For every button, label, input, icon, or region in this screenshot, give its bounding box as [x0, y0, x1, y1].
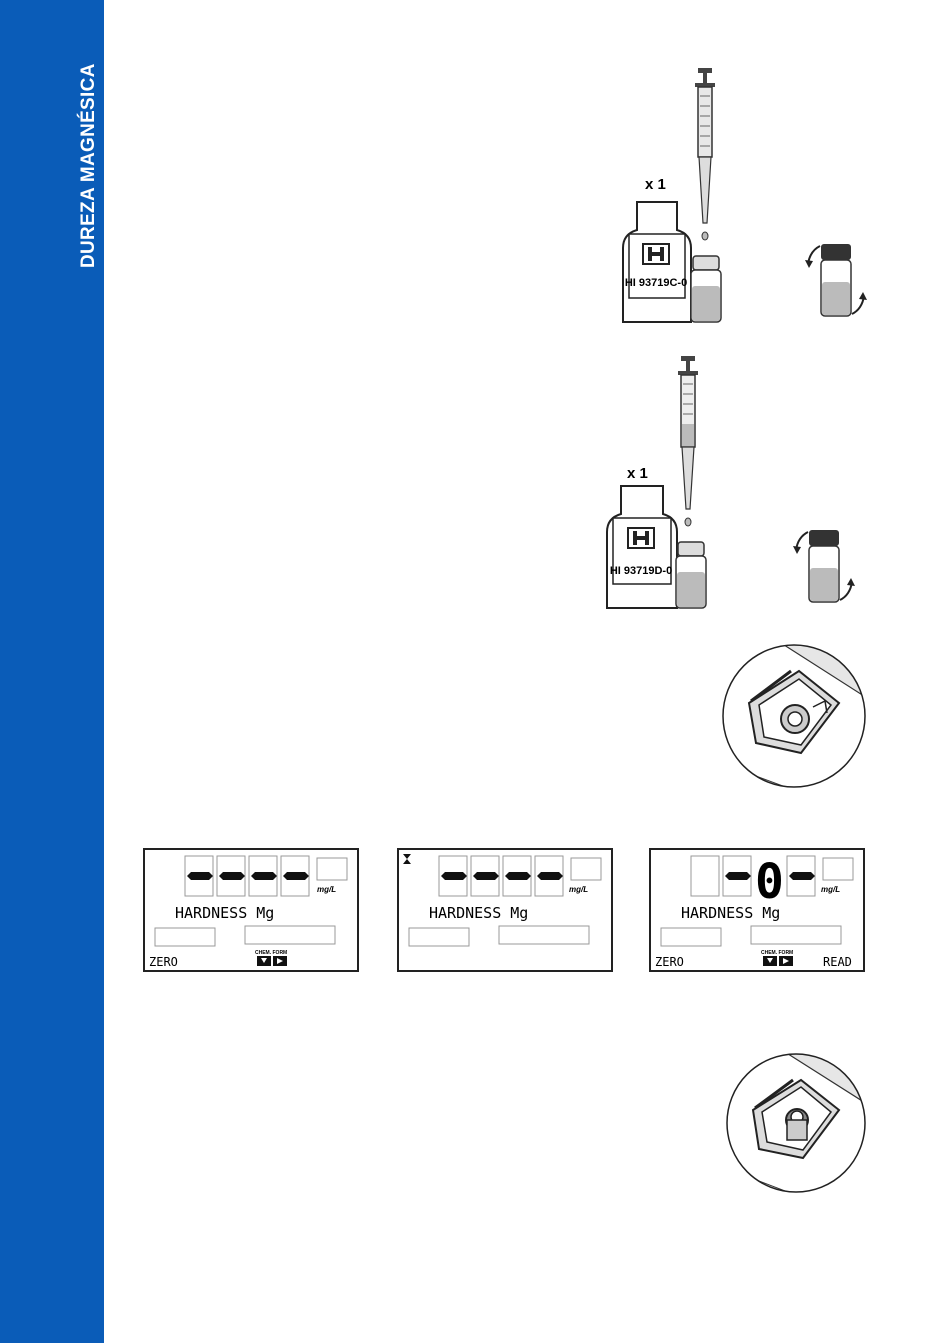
reagent-c-label: HI 93719C-0	[625, 277, 687, 289]
lcd-unit: mg/L	[317, 885, 336, 894]
reagent-c-illustration: x 1 HI 93719C-0	[615, 64, 875, 339]
cuvette-holder-illustration-1	[721, 643, 867, 789]
hourglass-icon	[403, 854, 411, 864]
lcd-right-label: READ	[823, 955, 852, 969]
lcd-message: HARDNESS Mg	[681, 904, 780, 922]
lcd-message: HARDNESS Mg	[429, 904, 528, 922]
sidebar: DUREZA MAGNÉSICA	[0, 0, 104, 1343]
sidebar-title: DUREZA MAGNÉSICA	[78, 63, 100, 268]
reagent-d-multiplier: x 1	[627, 465, 648, 482]
lcd-display-read: 0 mg/L HARDNESS Mg ZERO CHEM. FORM READ	[649, 848, 865, 972]
lcd-unit: mg/L	[821, 885, 840, 894]
lcd-display-zero: mg/L HARDNESS Mg ZERO CHEM. FORM	[143, 848, 359, 972]
reagent-d-label: HI 93719D-0	[610, 565, 672, 577]
lcd-unit: mg/L	[569, 885, 588, 894]
cuvette-holder-illustration-2	[725, 1052, 867, 1194]
lcd-main-reading: 0	[755, 854, 784, 910]
reagent-c-multiplier: x 1	[645, 176, 666, 193]
lcd-message: HARDNESS Mg	[175, 904, 274, 922]
lcd-display-timer: mg/L HARDNESS Mg	[397, 848, 613, 972]
lcd-left-label: ZERO	[149, 955, 178, 969]
lcd-left-label: ZERO	[655, 955, 684, 969]
lcd-chem-form: CHEM. FORM	[761, 950, 793, 956]
lcd-chem-form: CHEM. FORM	[255, 950, 287, 956]
reagent-d-illustration: x 1 HI 93719D-0	[603, 352, 873, 622]
